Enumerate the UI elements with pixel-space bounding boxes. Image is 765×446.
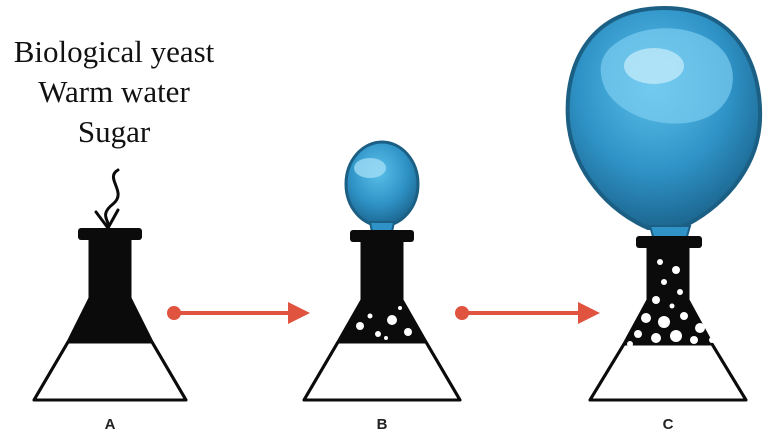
label-a: A	[104, 416, 116, 433]
flask-a	[32, 228, 188, 402]
ingredient-sugar: Sugar	[77, 114, 151, 149]
balloon-small	[344, 140, 420, 233]
arrow-b-to-c	[455, 302, 600, 324]
ingredient-yeast: Biological yeast	[13, 34, 215, 69]
label-c: C	[662, 416, 674, 433]
pour-arrow-icon	[94, 168, 120, 230]
label-b: B	[376, 416, 388, 433]
bubbles-b	[356, 306, 412, 340]
ingredient-water: Warm water	[38, 74, 190, 109]
ingredients-list: Biological yeast Warm water Sugar	[0, 32, 228, 152]
bubbles-c	[627, 259, 715, 347]
flask-b	[302, 230, 462, 402]
balloon-large	[565, 5, 763, 241]
flask-c	[588, 236, 748, 402]
arrow-a-to-b	[167, 302, 310, 324]
